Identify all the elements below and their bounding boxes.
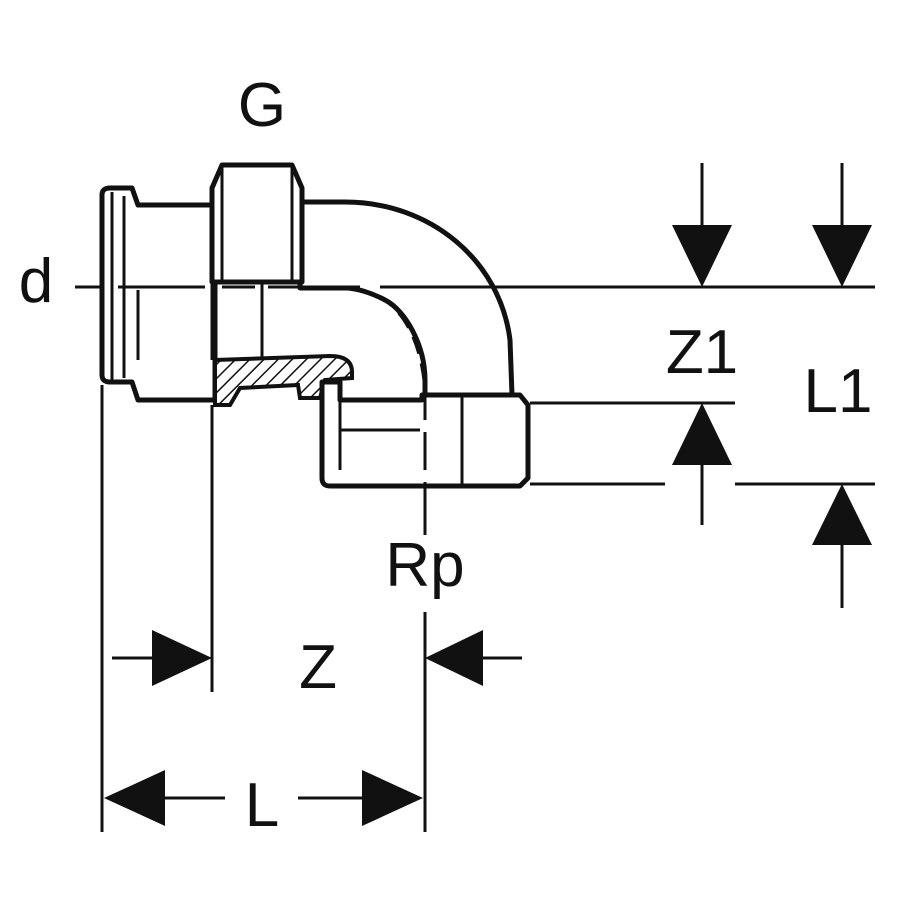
union-nut (209, 162, 305, 285)
l1-top-arrow (812, 225, 872, 287)
label-z: Z (299, 633, 337, 702)
seal-section (213, 353, 354, 407)
z-left-arrow (152, 630, 212, 686)
z1-bottom-arrow (672, 403, 732, 465)
press-socket (99, 185, 218, 403)
z-right-arrow (425, 630, 483, 686)
l-left-arrow (104, 770, 165, 826)
l-right-arrow (362, 770, 423, 826)
label-l: L (245, 771, 279, 840)
elbow-inner-curve (349, 286, 427, 391)
center-lines (75, 285, 875, 832)
label-g: G (238, 71, 286, 140)
l1-bottom-arrow (812, 484, 872, 545)
label-d: d (19, 247, 53, 316)
z1-top-arrow (672, 225, 732, 287)
dimension-lines (100, 163, 875, 832)
fitting-body (99, 162, 531, 489)
labels: G d Z1 L1 Rp Z L (19, 71, 873, 840)
label-rp: Rp (385, 531, 464, 600)
label-z1: Z1 (666, 318, 738, 387)
label-l1: L1 (804, 357, 873, 426)
